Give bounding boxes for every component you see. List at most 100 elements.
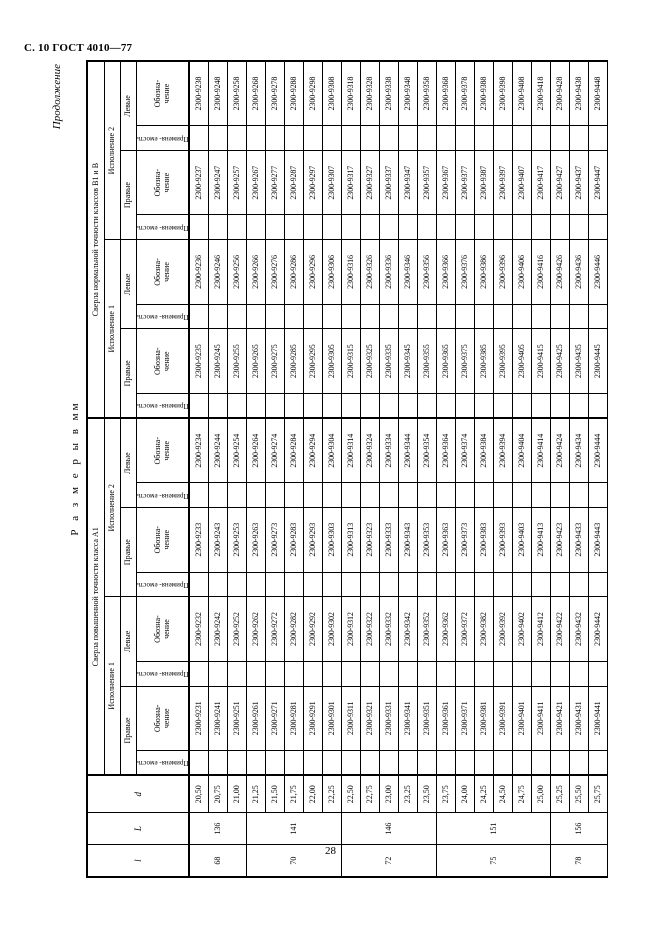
cell-designation-8: 2300-9368 bbox=[436, 61, 456, 126]
cell-applicability-1 bbox=[398, 750, 418, 776]
cell-d: 22,50 bbox=[341, 775, 361, 813]
cell-designation-1: 2300-9381 bbox=[474, 686, 494, 751]
cell-designation-5: 2300-9275 bbox=[265, 329, 285, 394]
cell-applicability-4 bbox=[188, 482, 209, 508]
cell-applicability-5 bbox=[322, 393, 342, 419]
cell-applicability-5 bbox=[550, 393, 570, 419]
cell-designation-2: 2300-9372 bbox=[455, 596, 475, 662]
cell-designation-8: 2300-9328 bbox=[360, 61, 380, 126]
cell-applicability-5 bbox=[588, 393, 608, 419]
cell-designation-6: 2300-9356 bbox=[417, 239, 437, 305]
cell-d: 25,25 bbox=[550, 775, 570, 813]
designation-header-8: Обозна-чение bbox=[136, 61, 189, 126]
cell-designation-6: 2300-9246 bbox=[208, 239, 228, 305]
cell-designation-2: 2300-9242 bbox=[208, 596, 228, 662]
cell-designation-8: 2300-9448 bbox=[588, 61, 608, 126]
cell-designation-3: 2300-9233 bbox=[188, 507, 209, 573]
cell-d: 20,50 bbox=[188, 775, 209, 813]
cell-applicability-3 bbox=[436, 572, 456, 597]
cell-designation-7: 2300-9407 bbox=[512, 150, 532, 215]
cell-designation-1: 2300-9401 bbox=[512, 686, 532, 751]
axis-header-d: d bbox=[86, 775, 189, 813]
cell-designation-5: 2300-9405 bbox=[512, 329, 532, 394]
cell-designation-2: 2300-9422 bbox=[550, 596, 570, 662]
cell-applicability-3 bbox=[265, 572, 285, 597]
cell-designation-4: 2300-9304 bbox=[322, 418, 342, 483]
cell-designation-3: 2300-9243 bbox=[208, 507, 228, 573]
cell-applicability-7 bbox=[303, 214, 323, 240]
cell-designation-8: 2300-9338 bbox=[379, 61, 399, 126]
cell-applicability-2 bbox=[493, 661, 513, 687]
cell-designation-6: 2300-9236 bbox=[188, 239, 209, 305]
cell-applicability-2 bbox=[188, 661, 209, 687]
cell-applicability-5 bbox=[493, 393, 513, 419]
cell-applicability-7 bbox=[531, 214, 551, 240]
cell-designation-3: 2300-9313 bbox=[341, 507, 361, 573]
cell-designation-5: 2300-9375 bbox=[455, 329, 475, 394]
cell-designation-7: 2300-9397 bbox=[493, 150, 513, 215]
cell-applicability-8 bbox=[284, 125, 304, 151]
cell-applicability-6 bbox=[188, 304, 209, 329]
cell-L: 151 bbox=[436, 812, 551, 845]
cell-designation-4: 2300-9424 bbox=[550, 418, 570, 483]
cell-designation-6: 2300-9346 bbox=[398, 239, 418, 305]
cell-designation-4: 2300-9254 bbox=[227, 418, 247, 483]
cell-designation-8: 2300-9408 bbox=[512, 61, 532, 126]
cell-designation-6: 2300-9396 bbox=[493, 239, 513, 305]
cell-applicability-7 bbox=[188, 214, 209, 240]
applicability-header-5: Применя- емость bbox=[136, 393, 189, 419]
cell-designation-1: 2300-9271 bbox=[265, 686, 285, 751]
cell-d: 20,75 bbox=[208, 775, 228, 813]
cell-applicability-2 bbox=[208, 661, 228, 687]
cell-designation-6: 2300-9366 bbox=[436, 239, 456, 305]
cell-applicability-6 bbox=[512, 304, 532, 329]
cell-applicability-2 bbox=[474, 661, 494, 687]
cell-applicability-3 bbox=[417, 572, 437, 597]
cell-designation-5: 2300-9425 bbox=[550, 329, 570, 394]
cell-designation-6: 2300-9276 bbox=[265, 239, 285, 305]
cell-designation-1: 2300-9361 bbox=[436, 686, 456, 751]
cell-applicability-1 bbox=[531, 750, 551, 776]
cell-applicability-6 bbox=[284, 304, 304, 329]
cell-designation-4: 2300-9244 bbox=[208, 418, 228, 483]
cell-designation-5: 2300-9385 bbox=[474, 329, 494, 394]
cell-applicability-8 bbox=[398, 125, 418, 151]
cell-designation-6: 2300-9436 bbox=[569, 239, 589, 305]
cell-applicability-7 bbox=[227, 214, 247, 240]
cell-applicability-8 bbox=[455, 125, 475, 151]
cell-applicability-5 bbox=[341, 393, 361, 419]
cell-d: 22,75 bbox=[360, 775, 380, 813]
cell-designation-2: 2300-9292 bbox=[303, 596, 323, 662]
cell-designation-2: 2300-9432 bbox=[569, 596, 589, 662]
cell-designation-8: 2300-9278 bbox=[265, 61, 285, 126]
cell-applicability-4 bbox=[417, 482, 437, 508]
cell-designation-5: 2300-9335 bbox=[379, 329, 399, 394]
cell-applicability-2 bbox=[284, 661, 304, 687]
cell-applicability-5 bbox=[360, 393, 380, 419]
cell-applicability-7 bbox=[379, 214, 399, 240]
cell-applicability-3 bbox=[512, 572, 532, 597]
cell-designation-2: 2300-9302 bbox=[322, 596, 342, 662]
cell-applicability-6 bbox=[588, 304, 608, 329]
cell-applicability-1 bbox=[436, 750, 456, 776]
cell-applicability-3 bbox=[360, 572, 380, 597]
designation-header-1: Обозна-чение bbox=[136, 686, 189, 751]
cell-designation-2: 2300-9322 bbox=[360, 596, 380, 662]
cell-designation-7: 2300-9307 bbox=[322, 150, 342, 215]
cell-applicability-2 bbox=[588, 661, 608, 687]
cell-designation-3: 2300-9373 bbox=[455, 507, 475, 573]
cell-applicability-1 bbox=[360, 750, 380, 776]
cell-applicability-2 bbox=[246, 661, 266, 687]
cell-applicability-2 bbox=[265, 661, 285, 687]
cell-designation-2: 2300-9312 bbox=[341, 596, 361, 662]
cell-designation-2: 2300-9262 bbox=[246, 596, 266, 662]
cell-applicability-5 bbox=[474, 393, 494, 419]
cell-applicability-8 bbox=[208, 125, 228, 151]
cell-applicability-3 bbox=[531, 572, 551, 597]
cell-designation-8: 2300-9248 bbox=[208, 61, 228, 126]
cell-applicability-8 bbox=[531, 125, 551, 151]
running-head: С. 10 ГОСТ 4010—77 bbox=[24, 42, 133, 54]
applicability-header-7: Применя- емость bbox=[136, 214, 189, 240]
cell-applicability-6 bbox=[303, 304, 323, 329]
